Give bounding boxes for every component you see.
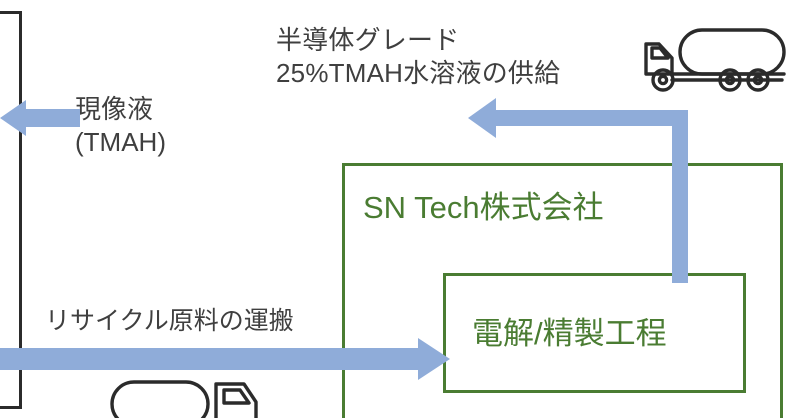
tanker-truck-icon	[644, 28, 786, 92]
process-name-label: 電解/精製工程	[472, 316, 667, 351]
tank-truck-icon	[110, 380, 258, 418]
company-name-label: SN Tech株式会社	[363, 190, 604, 225]
company-box	[342, 163, 783, 418]
supply-caption: 半導体グレード 25%TMAH水溶液の供給	[276, 25, 561, 89]
recycle-transport-caption: リサイクル原料の運搬	[45, 307, 294, 335]
arrow-left-icon	[0, 100, 80, 136]
customer-site-box	[0, 11, 22, 409]
process-box	[443, 273, 746, 393]
arrow-right-icon	[0, 338, 450, 380]
arrow-elbow-up-left-icon	[468, 98, 688, 283]
developer-liquid-caption: 現像液 (TMAH)	[75, 94, 166, 158]
